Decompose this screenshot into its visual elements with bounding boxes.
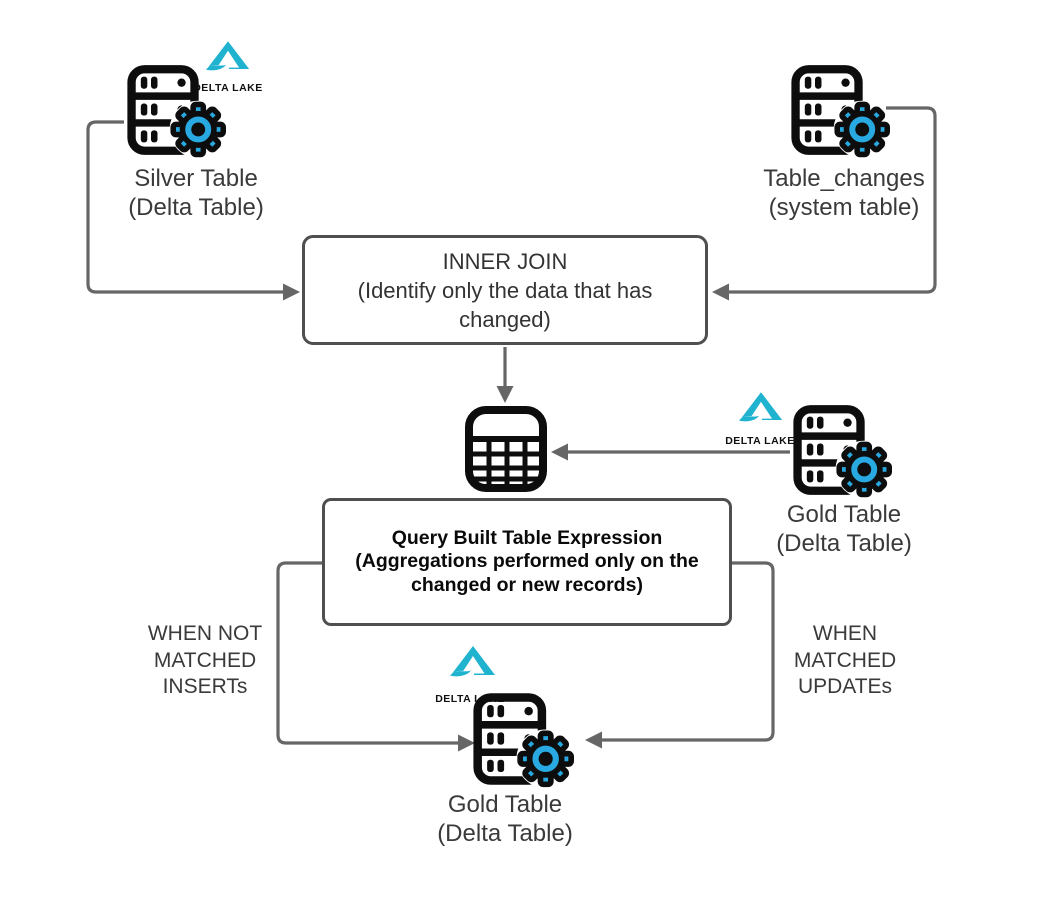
when-not-matched-label: WHEN NOT MATCHED INSERTs [147, 622, 263, 698]
delta-lake-logo-icon [737, 392, 783, 422]
table-changes-title: Table_changes [763, 165, 925, 192]
edge-query-insert-branch [276, 561, 459, 745]
table-changes-subtitle: (system table) [768, 194, 920, 221]
edge-changes-to-join [726, 106, 937, 294]
query-expression-title: Query Built Table Expression [391, 526, 663, 549]
gold-table-right-title: Gold Table [786, 501, 902, 528]
arrowhead-into-join-left [283, 283, 300, 301]
delta-lake-logo-icon [449, 646, 495, 677]
gold-table-bottom-label: Gold Table (Delta Table) [407, 790, 603, 848]
table-changes-label: Table_changes (system table) [746, 164, 942, 222]
arrowhead-into-table-right [551, 443, 568, 461]
gold-table-bottom-title: Gold Table [447, 791, 563, 818]
database-gear-icon [788, 60, 892, 160]
inner-join-title: INNER JOIN [442, 248, 568, 274]
delta-lake-logo-text: DELTA LAKE [725, 435, 795, 447]
database-gear-icon [470, 688, 576, 790]
delta-lake-logo-text: DELTA LAKE [193, 82, 263, 94]
query-expression-box: Query Built Table Expression (Aggregatio… [322, 498, 732, 626]
edge-query-update-branch [600, 561, 775, 742]
arrowhead-into-goldbottom-left [458, 734, 475, 752]
silver-table-subtitle: (Delta Table) [128, 194, 264, 221]
query-expression-subtitle: (Aggregations performed only on the chan… [355, 550, 699, 596]
gold-table-right-subtitle: (Delta Table) [776, 530, 912, 557]
arrowhead-into-goldbottom-right [585, 731, 602, 749]
arrowhead-into-table-top [496, 386, 514, 403]
database-gear-icon [790, 400, 894, 500]
gold-table-right-label: Gold Table (Delta Table) [746, 500, 942, 558]
inner-join-subtitle: (Identify only the data that has changed… [357, 277, 653, 332]
silver-table-title: Silver Table [134, 165, 258, 192]
table-grid-icon [464, 405, 548, 493]
edge-silver-to-join [86, 120, 286, 294]
arrowhead-into-join-right [712, 283, 729, 301]
database-gear-icon [124, 60, 228, 160]
silver-table-label: Silver Table (Delta Table) [98, 164, 294, 222]
inner-join-box: INNER JOIN (Identify only the data that … [302, 235, 708, 345]
gold-table-bottom-subtitle: (Delta Table) [437, 820, 573, 847]
when-matched-label: WHEN MATCHED UPDATEs [793, 622, 897, 698]
